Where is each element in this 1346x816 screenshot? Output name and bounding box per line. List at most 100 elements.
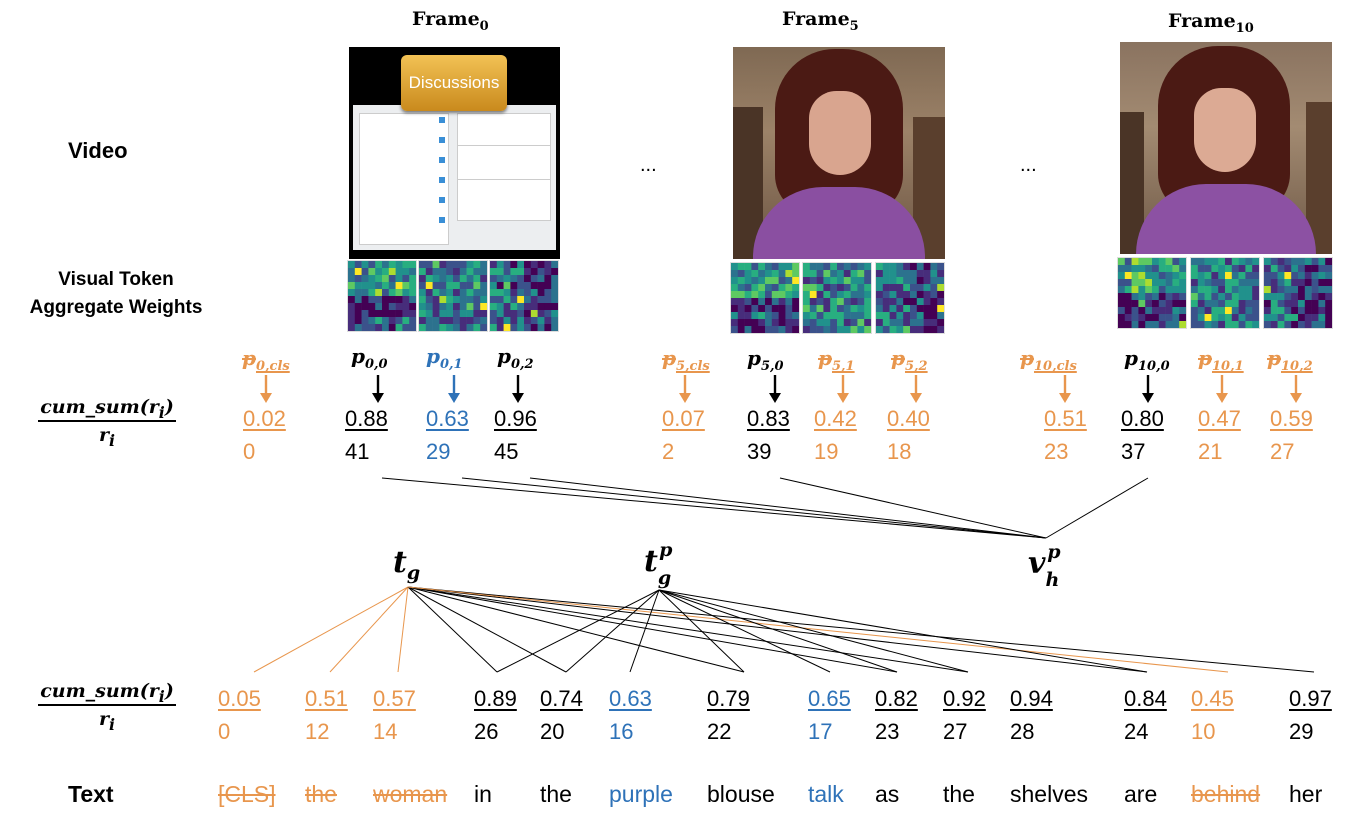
- heatmap-cell: [930, 305, 938, 313]
- heatmap-cell: [1284, 279, 1292, 287]
- heatmap-cell: [1298, 307, 1306, 315]
- heatmap-cell: [439, 296, 447, 304]
- heatmap-cell: [910, 319, 918, 327]
- heatmap-cell: [792, 277, 799, 285]
- heatmap-cell: [910, 312, 918, 320]
- connector-line: [407, 586, 969, 673]
- connector-line: [407, 586, 567, 673]
- heatmap-cell: [1225, 272, 1233, 280]
- heatmap-cell: [409, 268, 416, 276]
- heatmap-cell: [1131, 300, 1139, 308]
- heatmap-cell: [816, 291, 824, 299]
- heatmap-cell: [758, 263, 766, 271]
- heatmap-cell: [395, 289, 403, 297]
- heatmap-cell: [524, 282, 532, 290]
- heatmap-cell: [731, 305, 739, 313]
- heatmap-cell: [402, 282, 410, 290]
- visual-token-rank: 27: [1270, 439, 1295, 464]
- heatmap-cell: [751, 277, 759, 285]
- heatmap-cell: [1225, 279, 1233, 287]
- heatmap-cell: [1238, 286, 1246, 294]
- heatmap-cell: [809, 319, 817, 327]
- heatmap-cell: [830, 319, 838, 327]
- heatmap-cell: [1304, 307, 1312, 315]
- heatmap-cell: [930, 284, 938, 292]
- heatmap-grid: [1191, 258, 1259, 328]
- heatmap-cell: [453, 324, 461, 331]
- visual-token-rank: 18: [887, 439, 912, 464]
- heatmap-cell: [916, 291, 924, 299]
- heatmap-cell: [466, 268, 474, 276]
- heatmap-cell: [551, 317, 558, 325]
- heatmap-cell: [1179, 279, 1186, 287]
- heatmap-cell: [1304, 272, 1312, 280]
- heatmap-cell: [1264, 293, 1272, 301]
- heatmap-cell: [882, 284, 890, 292]
- heatmap-cell: [1270, 307, 1278, 315]
- heatmap-cell: [361, 282, 369, 290]
- heatmap-cell: [348, 310, 356, 318]
- heatmap-cell: [744, 270, 752, 278]
- heatmap-cell: [830, 270, 838, 278]
- heatmap-cell: [903, 277, 911, 285]
- heatmap-cell: [778, 291, 786, 299]
- heatmap-cell: [837, 319, 845, 327]
- node-t-g: tg: [393, 545, 421, 584]
- heatmap-cell: [524, 289, 532, 297]
- heatmap-cell: [466, 275, 474, 283]
- heatmap-cell: [530, 289, 538, 297]
- heatmap-cell: [1124, 293, 1132, 301]
- heatmap-cell: [530, 296, 538, 304]
- heatmap-cell: [930, 277, 938, 285]
- heatmap-cell: [830, 263, 838, 271]
- heatmap-cell: [896, 312, 904, 320]
- heatmap-cell: [425, 282, 433, 290]
- heatmap-cell: [910, 305, 918, 313]
- heatmap-cell: [1325, 286, 1332, 294]
- heatmap-cell: [850, 326, 858, 333]
- heatmap-cell: [1225, 321, 1233, 328]
- heatmap-cell: [785, 270, 793, 278]
- heatmap-cell: [537, 261, 545, 269]
- heatmap-cell: [354, 275, 362, 283]
- heatmap-cell: [466, 282, 474, 290]
- heatmap-cell: [551, 324, 558, 331]
- heatmap-cell: [785, 319, 793, 327]
- heatmap-cell: [751, 319, 759, 327]
- heatmap-cell: [446, 261, 454, 269]
- heatmap-cell: [923, 326, 931, 333]
- heatmap-cell: [544, 268, 552, 276]
- heatmap-cell: [480, 310, 487, 318]
- heatmap-cell: [1124, 265, 1132, 273]
- arrow-head: [910, 393, 922, 403]
- visual-token-value: 0.96: [494, 406, 537, 431]
- heatmap-cell: [778, 263, 786, 271]
- text-token-rank: 14: [373, 719, 398, 744]
- heatmap-cell: [896, 284, 904, 292]
- heatmap-cell: [889, 284, 897, 292]
- heatmap-cell: [1152, 279, 1160, 287]
- heatmap-cell: [517, 310, 525, 318]
- heatmap-cell: [459, 289, 467, 297]
- heatmap-cell: [1152, 314, 1160, 322]
- heatmap-cell: [816, 319, 824, 327]
- heatmap-cell: [446, 324, 454, 331]
- heatmap-cell: [453, 261, 461, 269]
- heatmap-cell: [517, 275, 525, 283]
- heatmap-cell: [1131, 272, 1139, 280]
- heatmap-cell: [758, 291, 766, 299]
- heatmap-cell: [896, 270, 904, 278]
- heatmap-cell: [1304, 258, 1312, 266]
- heatmap-cell: [537, 282, 545, 290]
- heatmap-cell: [758, 270, 766, 278]
- heatmap-cell: [1252, 314, 1259, 322]
- heatmap-cell: [1238, 265, 1246, 273]
- face-shape: [1194, 88, 1256, 172]
- cum-sum-fraction-text: cum_sum(ri) ri: [22, 680, 192, 734]
- heatmap-cell: [517, 289, 525, 297]
- heatmap-cell: [439, 324, 447, 331]
- ellipsis-2: ...: [1020, 154, 1037, 176]
- heatmap-cell: [850, 319, 858, 327]
- heatmap-cell: [425, 275, 433, 283]
